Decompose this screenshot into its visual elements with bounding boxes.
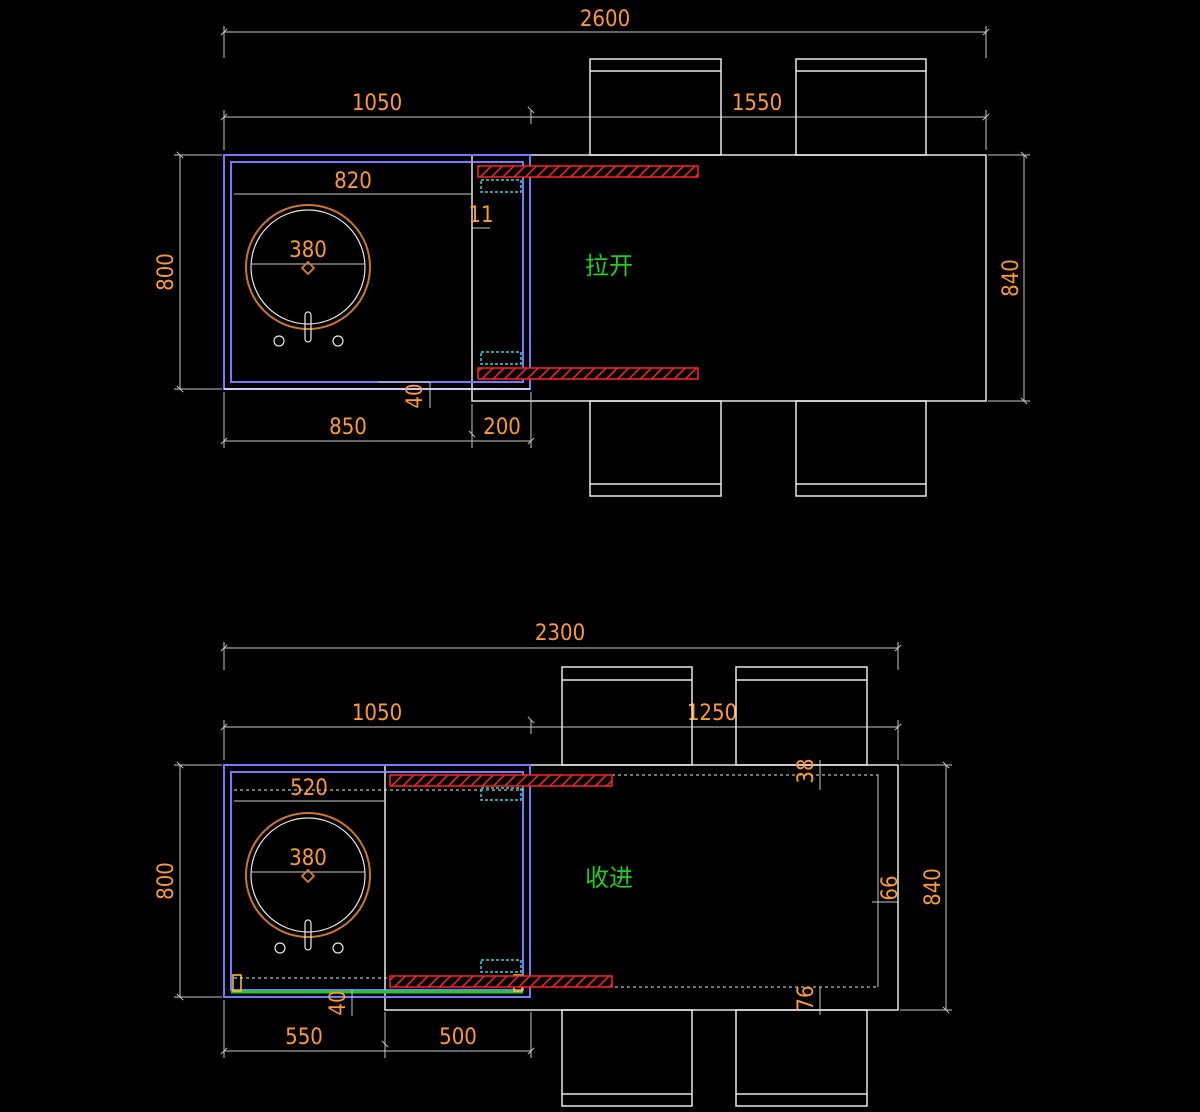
dim-text-bottom-left: 550 xyxy=(285,1025,323,1050)
rail-bracket xyxy=(480,959,522,973)
dim-right-small: 38 66 76 xyxy=(794,758,903,1015)
dim-text-left: 1050 xyxy=(352,91,402,116)
top-view: 2600 1050 1550 xyxy=(154,7,1030,497)
chair xyxy=(589,58,722,156)
dim-text-inner: 820 xyxy=(334,169,372,194)
dim-text-left: 1050 xyxy=(352,701,402,726)
valve-icon xyxy=(332,942,344,954)
dim-height-left: 800 xyxy=(154,151,222,393)
sink-bottom: 380 xyxy=(245,812,371,954)
dim-bottom-bottom: 550 500 xyxy=(220,1000,535,1058)
slide-rail xyxy=(389,774,613,787)
dim-text-small: 40 xyxy=(326,990,351,1015)
table-top xyxy=(471,154,987,402)
chairs-bottom-row xyxy=(589,400,927,497)
chairs-bottom-row xyxy=(561,1009,868,1107)
chair xyxy=(589,400,722,497)
dim-height-right: 840 xyxy=(988,151,1030,405)
dim-text-right: 1250 xyxy=(687,701,737,726)
slide-rail xyxy=(477,165,699,178)
dim-height-left: 800 xyxy=(154,761,222,1001)
dim-text-height-right: 840 xyxy=(999,259,1024,297)
dim-text-sink: 380 xyxy=(289,846,327,871)
dim-total-bottom: 2300 xyxy=(220,621,902,670)
dim-text-height-right: 840 xyxy=(921,868,946,906)
dim-text-bottom-right: 500 xyxy=(439,1025,477,1050)
dim-text-right-mid: 66 xyxy=(878,875,903,900)
rail-bracket xyxy=(480,787,522,801)
dim-text-total: 2300 xyxy=(535,621,585,646)
state-label: 拉开 xyxy=(585,252,633,280)
table-hidden-outline xyxy=(612,774,879,988)
dim-inner-width: 820 xyxy=(234,169,472,195)
cabinet-bottom xyxy=(223,764,531,998)
dim-total-top: 2600 xyxy=(220,7,990,58)
table-top xyxy=(384,764,899,1011)
dim-text-right: 1550 xyxy=(732,91,782,116)
chair xyxy=(795,58,927,156)
chair xyxy=(795,400,927,497)
valve-icon xyxy=(332,335,344,347)
dim-split-top: 1050 1550 xyxy=(220,91,990,150)
dim-text-inner: 520 xyxy=(290,776,328,801)
sink-top: 380 xyxy=(245,204,371,347)
dim-text-right-top: 38 xyxy=(794,758,819,783)
rail-bracket xyxy=(480,179,522,193)
dim-text-right-bottom: 76 xyxy=(794,985,819,1010)
dim-text-height-left: 800 xyxy=(154,253,179,291)
dim-text-small: 40 xyxy=(403,383,428,408)
valve-icon xyxy=(274,942,286,954)
dim-text-sink: 380 xyxy=(289,238,327,263)
bottom-view: 2300 1050 1250 xyxy=(154,621,952,1107)
dim-split-bottom: 1050 1250 xyxy=(220,701,902,760)
dim-text-height-left: 800 xyxy=(154,862,179,900)
faucet-icon xyxy=(304,311,312,343)
valve-icon xyxy=(273,335,285,347)
dim-text-bottom-left: 850 xyxy=(329,415,367,440)
rail-bracket xyxy=(480,351,522,365)
faucet-icon xyxy=(304,919,312,951)
state-label: 收进 xyxy=(585,864,633,892)
slide-rail xyxy=(477,367,699,380)
dim-height-right: 840 xyxy=(900,761,952,1014)
dim-inner-width: 520 xyxy=(234,776,385,802)
dim-bottom-top: 850 200 xyxy=(220,392,535,448)
dim-text-gap: 11 xyxy=(468,203,493,228)
chair xyxy=(735,666,868,766)
dim-text-total: 2600 xyxy=(580,7,630,32)
chairs-top-row xyxy=(589,58,927,156)
slide-rail xyxy=(389,975,613,988)
chair xyxy=(735,1009,868,1107)
dim-text-bottom-right: 200 xyxy=(483,415,521,440)
cabinet-top xyxy=(223,154,531,390)
chair xyxy=(561,1009,693,1107)
chair xyxy=(561,666,693,766)
